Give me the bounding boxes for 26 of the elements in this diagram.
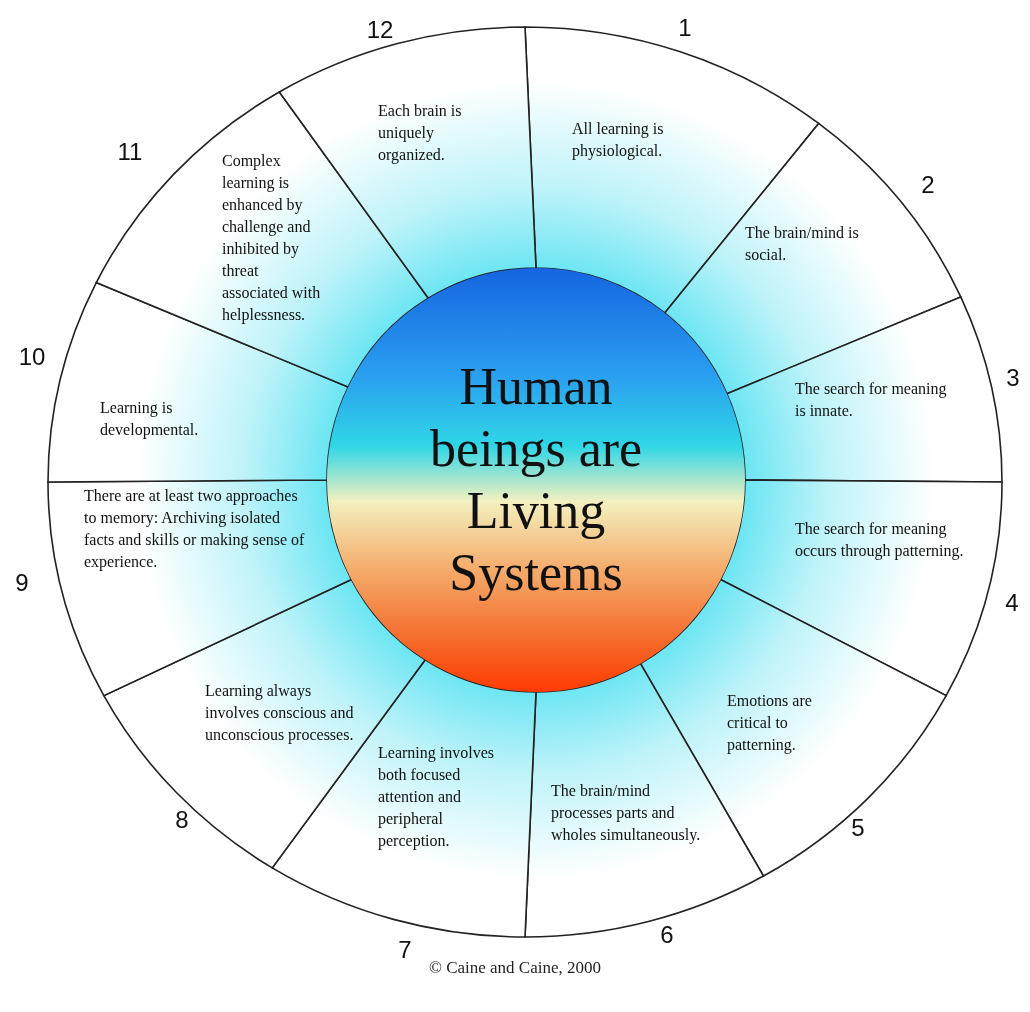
principle-text: Emotions are critical to patterning.	[727, 690, 857, 756]
copyright-caption: © Caine and Caine, 2000	[428, 958, 602, 978]
principle-text: Learning involves both focused attention and peripheral perception.	[378, 742, 518, 852]
segment-number: 5	[851, 814, 865, 842]
principle-text: Complex learning is enhanced by challenge and inhibited by threat associated with helplessness.	[222, 150, 326, 326]
principle-text: Each brain is uniquely organized.	[378, 100, 503, 166]
segment-number: 3	[1006, 364, 1020, 392]
segment-number: 1	[678, 14, 692, 42]
segment-number: 6	[660, 921, 674, 949]
segment-number: 11	[117, 138, 143, 166]
segment-number: 10	[18, 343, 46, 371]
segment-number: 9	[15, 569, 29, 597]
center-title: Human beings are Living Systems	[428, 357, 644, 603]
principle-text: Learning is developmental.	[100, 397, 260, 441]
segment-number: 12	[366, 16, 394, 44]
principle-text: All learning is physiological.	[572, 118, 732, 162]
principle-text: The brain/mind is social.	[745, 222, 875, 266]
principle-text: The search for meaning occurs through patterning.	[795, 518, 975, 562]
segment-number: 8	[175, 806, 189, 834]
segment-number: 2	[921, 171, 935, 199]
segment-number: 4	[1005, 589, 1019, 617]
principle-text: There are at least two approaches to memory: Archiving isolated facts and skills or making sense of experience.	[84, 485, 309, 573]
principle-text: The search for meaning is innate.	[795, 378, 960, 422]
principle-text: Learning always involves conscious and unconscious processes.	[205, 680, 355, 746]
segment-number: 7	[398, 936, 412, 964]
principle-text: The brain/mind processes parts and wholes simultaneously.	[551, 780, 701, 846]
